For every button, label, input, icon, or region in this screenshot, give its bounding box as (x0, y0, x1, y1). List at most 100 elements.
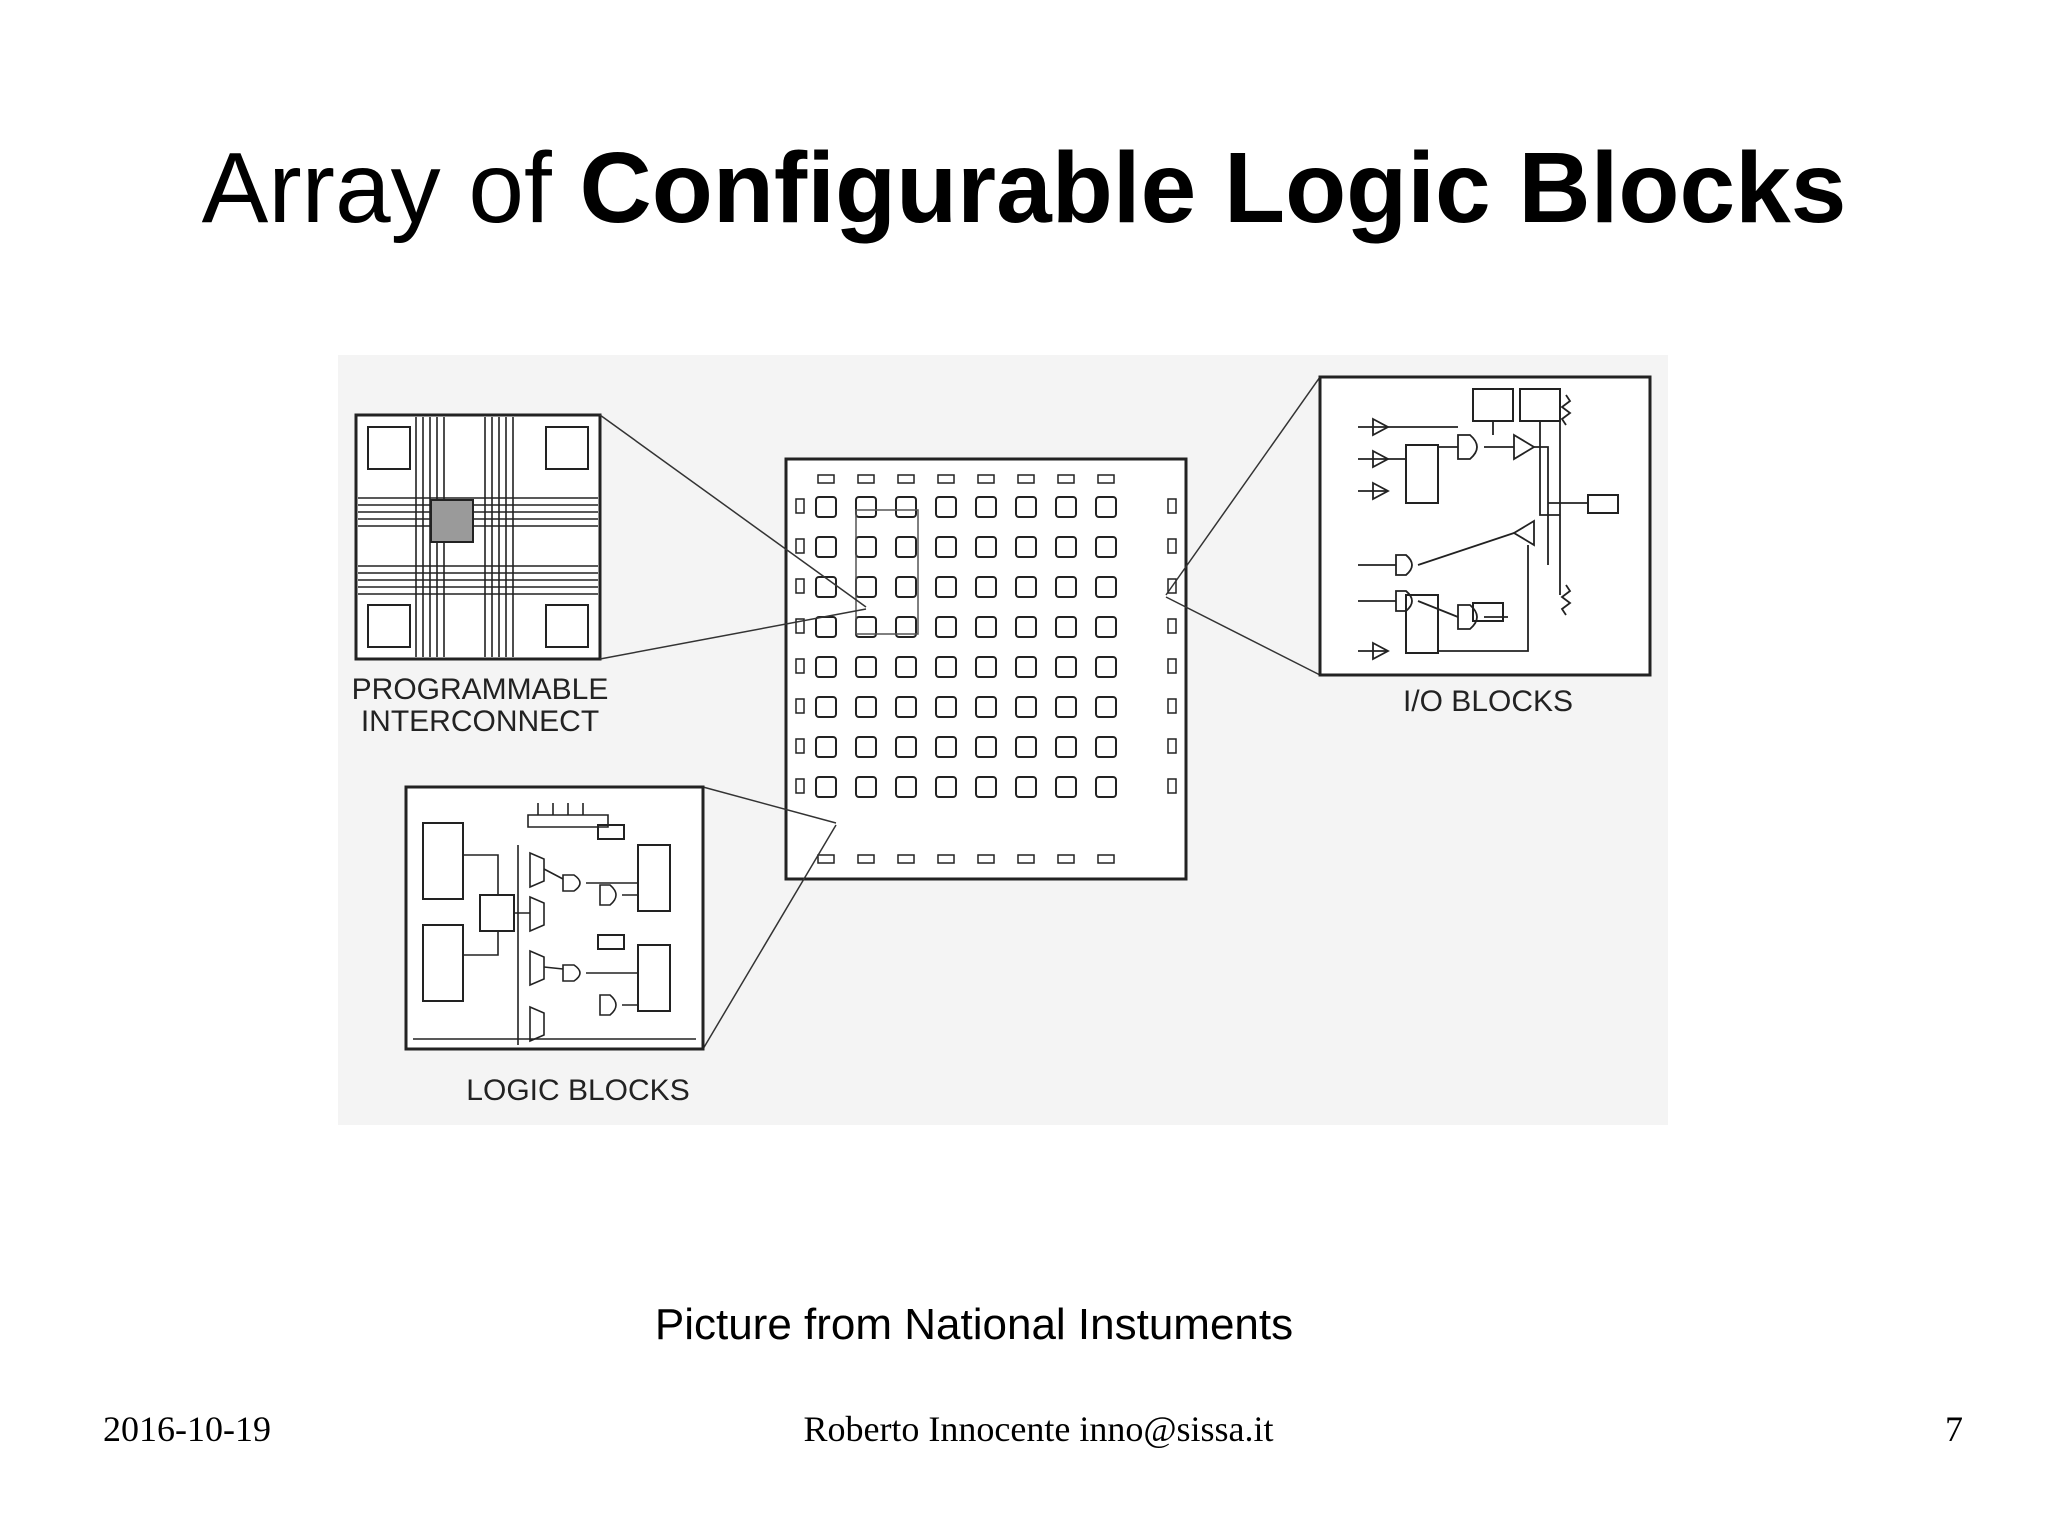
logic-block-cell (1015, 496, 1037, 518)
logic-block-cell (975, 616, 997, 638)
logic-block-cell (1095, 656, 1117, 678)
logic-block-cell (1095, 616, 1117, 638)
programmable-interconnect-box (354, 413, 602, 661)
logic-blocks-label: LOGIC BLOCKS (466, 1074, 689, 1107)
clb-grid (795, 474, 1177, 864)
logic-block-cell (815, 496, 837, 518)
logic-block-cell (895, 696, 917, 718)
logic-block-cell (935, 496, 957, 518)
logic-block-cell (895, 656, 917, 678)
logic-block-cell (895, 576, 917, 598)
io-pad (1057, 854, 1075, 864)
logic-block-cell (1015, 736, 1037, 758)
fpga-diagram: PROGRAMMABLE INTERCONNECT (338, 355, 1668, 1125)
logic-block-cell (1055, 656, 1077, 678)
logic-blocks-box (404, 785, 705, 1051)
title-bold: Configurable Logic Blocks (579, 132, 1847, 244)
logic-block-cell (1095, 536, 1117, 558)
io-pad (897, 854, 915, 864)
logic-block-cell (975, 696, 997, 718)
title-regular: Array of (201, 132, 580, 244)
logic-block-cell (815, 536, 837, 558)
io-pad (795, 738, 805, 754)
io-pad (1017, 474, 1035, 484)
logic-block-cell (895, 496, 917, 518)
logic-block-cell (975, 576, 997, 598)
logic-block-cell (855, 696, 877, 718)
logic-block-cell (1015, 696, 1037, 718)
logic-block-cell (1095, 576, 1117, 598)
logic-block-cell (935, 576, 957, 598)
slide-title: Array of Configurable Logic Blocks (0, 128, 2048, 248)
io-pad (977, 474, 995, 484)
callout-lines (599, 376, 1321, 1050)
io-blocks-label: I/O BLOCKS (1403, 685, 1573, 718)
logic-block-cell (1055, 496, 1077, 518)
io-pad (857, 854, 875, 864)
io-pad (1167, 658, 1177, 674)
logic-block-cell (935, 536, 957, 558)
logic-block-cell (815, 656, 837, 678)
io-pad (1167, 578, 1177, 594)
logic-block-cell (1055, 616, 1077, 638)
logic-block-cell (1055, 736, 1077, 758)
logic-block-cell (1095, 736, 1117, 758)
interconnect-label-line1: PROGRAMMABLE (352, 673, 609, 706)
logic-block-cell (855, 776, 877, 798)
logic-block-cell (975, 496, 997, 518)
logic-block-cell (815, 696, 837, 718)
io-pad (1097, 854, 1115, 864)
figure-caption: Picture from National Instuments (654, 1300, 1294, 1349)
logic-block-cell (1055, 536, 1077, 558)
io-pad (1167, 738, 1177, 754)
io-pad (1167, 618, 1177, 634)
logic-block-cell (975, 656, 997, 678)
io-pad (795, 538, 805, 554)
io-pad (977, 854, 995, 864)
logic-block-cell (815, 736, 837, 758)
logic-block-cell (1095, 776, 1117, 798)
fpga-array (784, 457, 1188, 881)
logic-block-cell (1015, 536, 1037, 558)
io-pad (817, 474, 835, 484)
logic-block-cell (975, 536, 997, 558)
logic-block-cell (1015, 776, 1037, 798)
logic-block-cell (1055, 776, 1077, 798)
logic-block-cell (1055, 576, 1077, 598)
logic-block-cell (975, 776, 997, 798)
io-pad (1167, 498, 1177, 514)
io-blocks-box (1318, 375, 1652, 677)
footer-author: Roberto Innocente inno@sissa.it (803, 1409, 1274, 1449)
logic-block-cell (1095, 696, 1117, 718)
io-pad (937, 854, 955, 864)
io-pad (897, 474, 915, 484)
io-pad (857, 474, 875, 484)
logic-block-cell (895, 736, 917, 758)
io-pad (795, 618, 805, 634)
logic-block-cell (815, 576, 837, 598)
logic-block-cell (1015, 656, 1037, 678)
io-pad (1097, 474, 1115, 484)
logic-block-cell (935, 776, 957, 798)
io-pad (1167, 778, 1177, 794)
io-pad (795, 498, 805, 514)
page-number: 7 (1945, 1409, 1963, 1449)
io-pad (795, 578, 805, 594)
logic-block-cell (975, 736, 997, 758)
logic-block-cell (855, 656, 877, 678)
logic-block-cell (935, 616, 957, 638)
logic-block-cell (1015, 616, 1037, 638)
logic-block-cell (935, 656, 957, 678)
io-pad (937, 474, 955, 484)
logic-block-cell (1095, 496, 1117, 518)
logic-block-cell (1015, 576, 1037, 598)
io-pad (795, 658, 805, 674)
io-pad (1017, 854, 1035, 864)
footer-date: 2016-10-19 (103, 1409, 271, 1449)
logic-block-cell (1055, 696, 1077, 718)
io-pad (1167, 538, 1177, 554)
io-pad (795, 778, 805, 794)
interconnect-label-line2: INTERCONNECT (361, 705, 599, 738)
io-pad (817, 854, 835, 864)
io-pad (1167, 698, 1177, 714)
